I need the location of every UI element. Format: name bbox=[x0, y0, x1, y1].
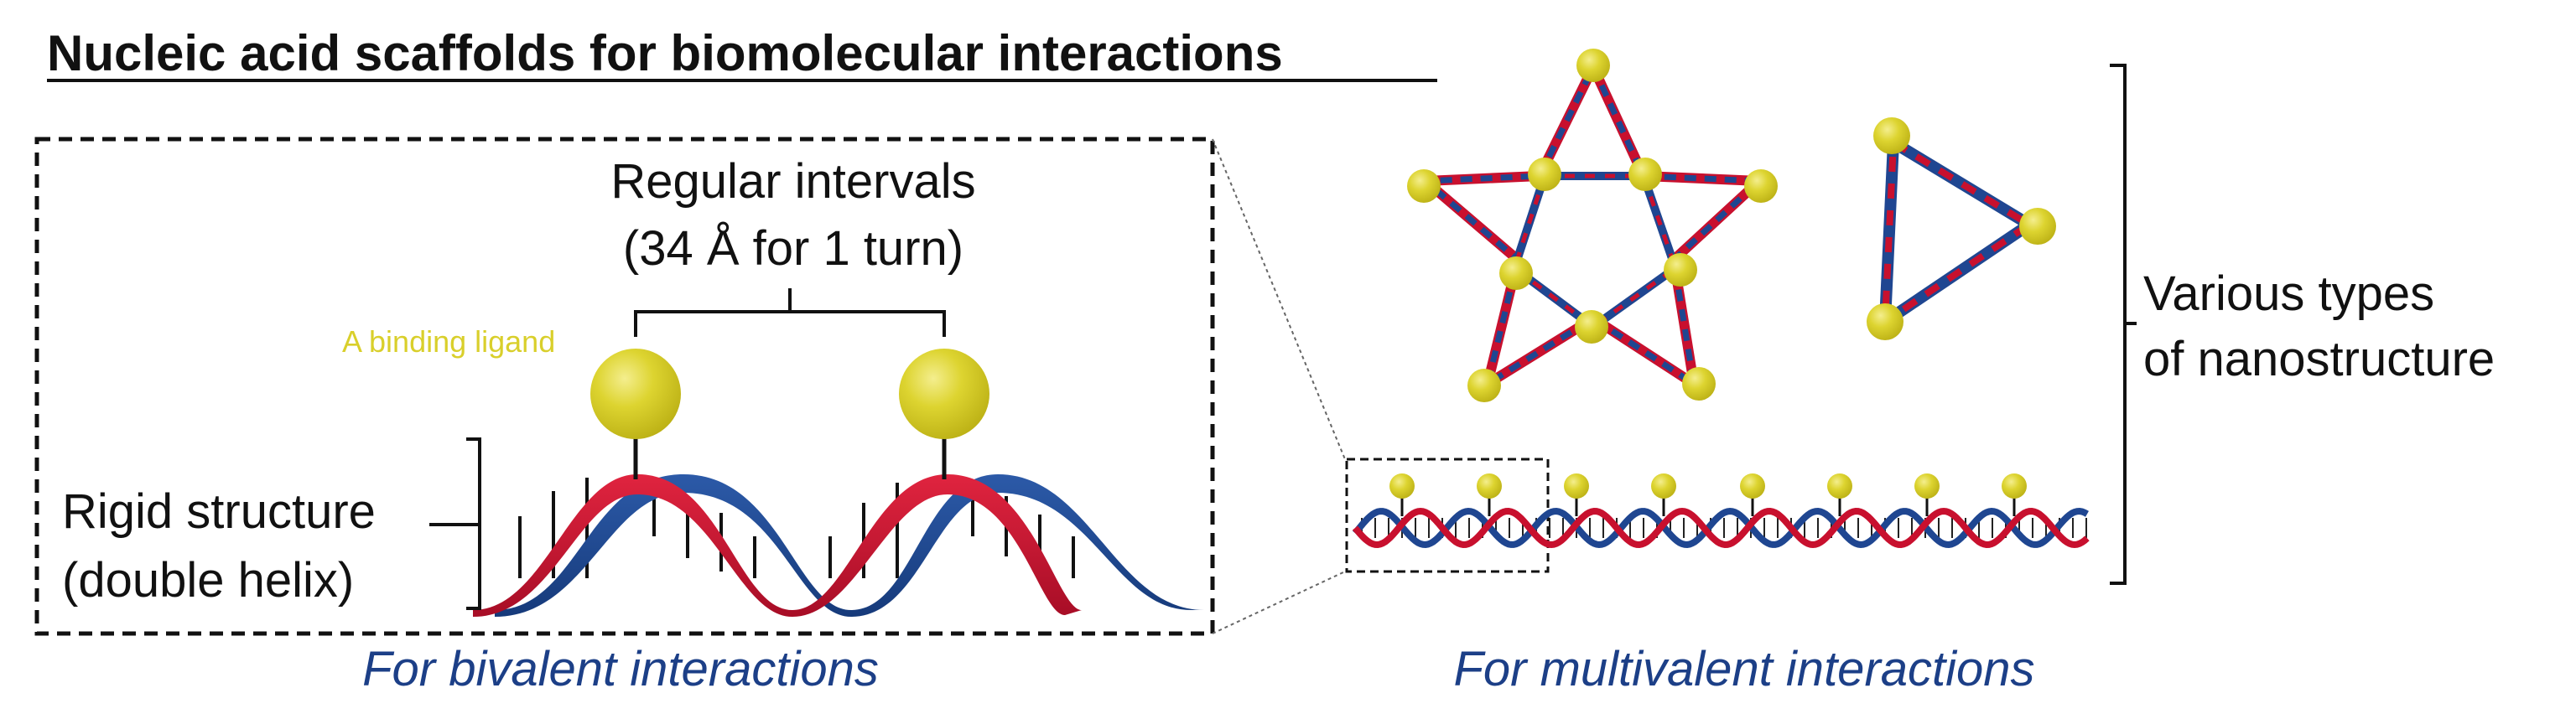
interval-label: Regular intervals bbox=[610, 154, 975, 209]
ligand-left bbox=[590, 349, 681, 479]
yellow-sphere-icon bbox=[1477, 473, 1502, 499]
yellow-sphere-icon bbox=[1740, 473, 1765, 499]
figure-title: Nucleic acid scaffolds for biomolecular … bbox=[47, 25, 1283, 81]
double-helix-icon bbox=[473, 474, 1204, 617]
star-nanostructure-icon bbox=[1407, 49, 1778, 402]
structure-label: Rigid structure bbox=[62, 484, 376, 539]
yellow-sphere-icon bbox=[2002, 473, 2027, 499]
zoom-line-bottom bbox=[1212, 571, 1346, 634]
nanostructure-bracket bbox=[2110, 64, 2137, 585]
yellow-sphere-icon bbox=[899, 349, 989, 439]
nanostructure-label-detail: of nanostructure bbox=[2143, 332, 2495, 386]
linear-scaffold bbox=[1352, 473, 2090, 549]
nanostructure-label: Various types bbox=[2143, 266, 2434, 321]
yellow-sphere-icon bbox=[1389, 473, 1415, 499]
structure-bracket bbox=[429, 437, 481, 610]
helix-strand bbox=[1352, 507, 2090, 549]
bivalent-panel-frame bbox=[34, 137, 1215, 636]
structure-label-detail: (double helix) bbox=[62, 553, 354, 608]
multivalent-caption: For multivalent interactions bbox=[1453, 642, 2034, 696]
helix-strand bbox=[1352, 507, 2089, 549]
interval-label-detail: (34 Å for 1 turn) bbox=[623, 221, 963, 276]
ligand-label: A binding ligand bbox=[342, 324, 555, 359]
ligand-right bbox=[899, 349, 989, 479]
zoom-line-top bbox=[1212, 138, 1346, 460]
interval-bracket bbox=[634, 288, 946, 337]
bivalent-caption: For bivalent interactions bbox=[362, 642, 879, 696]
triangle-nanostructure-icon bbox=[1867, 117, 2056, 340]
yellow-sphere-icon bbox=[590, 349, 681, 439]
yellow-sphere-icon bbox=[1564, 473, 1589, 499]
yellow-sphere-icon bbox=[1827, 473, 1852, 499]
yellow-sphere-icon bbox=[1914, 473, 1940, 499]
yellow-sphere-icon bbox=[1651, 473, 1676, 499]
